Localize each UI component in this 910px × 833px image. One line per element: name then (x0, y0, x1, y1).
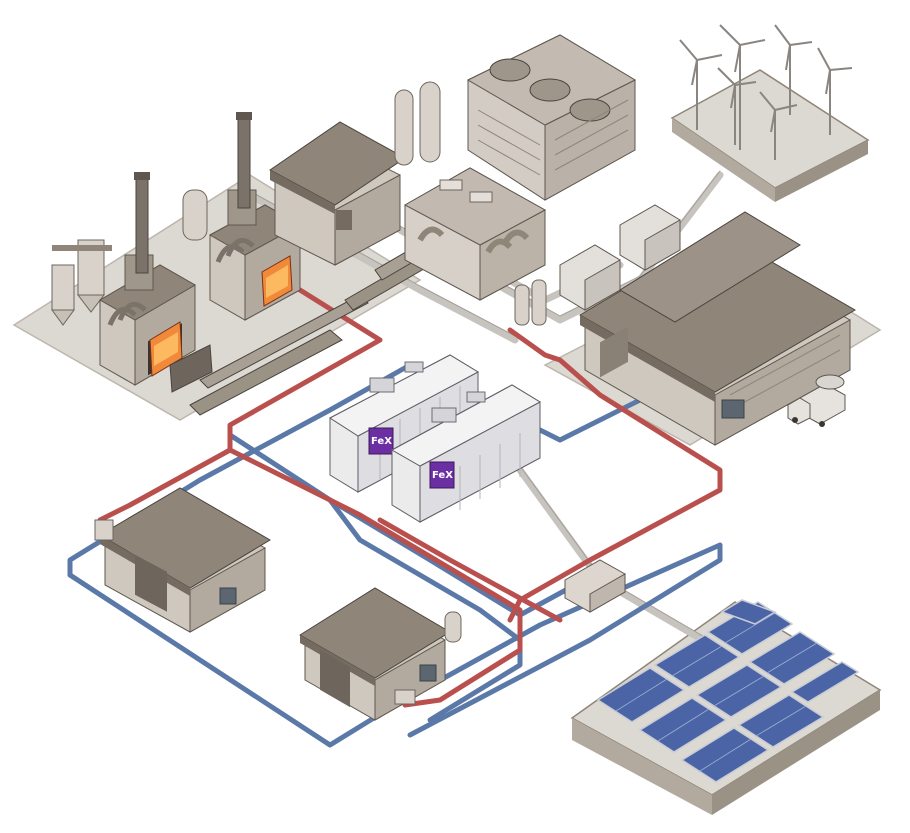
brand-badge-label: FeX (432, 470, 453, 481)
wind-farm-pad (670, 69, 870, 189)
solar-pad-front (712, 690, 880, 815)
chimney-1 (135, 177, 149, 274)
brand-badge (429, 461, 455, 489)
wind-farm-pad-front (775, 140, 868, 202)
truck (787, 374, 846, 427)
wind-turbine (759, 91, 798, 160)
storage-shed (269, 121, 406, 266)
wind-turbine (817, 47, 853, 135)
wind-turbine (717, 67, 757, 145)
wind-turbine (719, 24, 766, 150)
solar-panel (790, 661, 860, 703)
cooling-tower (466, 34, 637, 201)
silo-group (51, 239, 112, 326)
chimney-2 (237, 117, 251, 209)
wind-farm (679, 24, 853, 160)
hot-pipes (97, 287, 723, 708)
furnace-2 (182, 112, 302, 321)
heat-exchanger (564, 559, 626, 613)
solar-pad-side (572, 718, 712, 815)
wind-turbine (774, 24, 813, 115)
solar-grid-lines (615, 612, 818, 772)
furnace-1 (99, 172, 196, 386)
small-warehouse (94, 487, 271, 633)
cooling-fans (489, 58, 611, 122)
wind-turbine (679, 39, 723, 130)
brand-badge-label: FeX (371, 436, 392, 447)
iron-air-battery-unit: FeX (390, 384, 542, 523)
iron-air-battery-unit: FeX (329, 354, 480, 493)
workshop (299, 587, 462, 721)
solar-panel (720, 599, 777, 625)
transformer-units (514, 204, 681, 326)
brand-badge (368, 427, 394, 455)
main-warehouse (579, 211, 856, 446)
processing-building (394, 81, 547, 301)
steel-plant (51, 112, 449, 416)
wind-farm-pad-side (672, 118, 775, 202)
